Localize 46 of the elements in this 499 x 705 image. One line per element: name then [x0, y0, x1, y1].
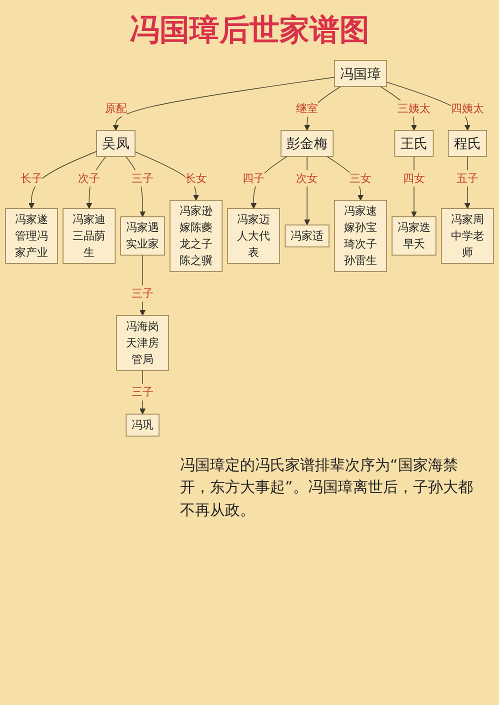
- arrow: [250, 156, 288, 209]
- edge-label: 三子: [132, 286, 154, 300]
- arrow: [140, 370, 146, 414]
- node-box: 冯家适: [284, 224, 330, 248]
- arrow: [112, 76, 335, 131]
- edge-label: 四子: [242, 172, 265, 185]
- edge-label: 原配: [104, 102, 127, 115]
- node-box: 冯家迪 三品荫生: [62, 208, 116, 264]
- arrow: [28, 151, 97, 209]
- edge-label: 次女: [296, 172, 318, 185]
- edge-label: 三女: [350, 172, 372, 185]
- node-box: 冯家遂 管理冯家产业: [5, 208, 58, 264]
- edge-label: 继室: [296, 102, 318, 115]
- edge-label: 四姨太: [451, 102, 484, 115]
- arrow: [134, 151, 200, 201]
- node-box: 冯家迭 早夭: [392, 216, 436, 256]
- node-box: 冯家遇 实业家: [120, 216, 165, 256]
- arrow: [326, 156, 364, 201]
- node-box: 冯巩: [126, 414, 160, 436]
- title: 冯国璋后世家谱图: [128, 12, 370, 50]
- node-box: 冯家迈 人大代表: [227, 208, 280, 264]
- node-box: 冯家周 中学老师: [441, 208, 494, 264]
- arrow: [386, 82, 470, 131]
- note-text: 冯国璋定的冯氏家谱排辈次序为“国家海禁开，东方大事起”。冯国璋离世后，子孙大都不再从政。: [180, 454, 474, 521]
- edge-label: 四女: [403, 172, 425, 185]
- edge-label: 长子: [20, 172, 42, 185]
- arrow: [140, 254, 146, 316]
- node-box: 程氏: [448, 130, 487, 157]
- node-box: 冯海岗 天津房管局: [116, 315, 169, 371]
- node-box: 王氏: [394, 130, 434, 157]
- arrow: [410, 156, 418, 218]
- node-box: 冯家速 嫁孙宝琦次子孙雷生: [334, 200, 387, 272]
- edge-label: 五子: [456, 172, 478, 185]
- node-box: 吴凤: [96, 130, 136, 157]
- node-box: 冯国璋: [334, 60, 387, 87]
- edge-label: 三子: [132, 172, 154, 185]
- edge-label: 三姨太: [398, 102, 430, 115]
- arrow: [86, 156, 106, 209]
- node-box: 冯家逊 嫁陈夔龙之子陈之骥: [170, 200, 222, 272]
- edge-label: 次子: [78, 172, 100, 185]
- arrow: [304, 156, 310, 226]
- node-box: 彭金梅: [280, 130, 334, 157]
- edge-label: 长女: [185, 172, 208, 185]
- edge-label: 三子: [132, 385, 154, 398]
- arrow: [464, 156, 470, 209]
- arrow: [125, 156, 146, 218]
